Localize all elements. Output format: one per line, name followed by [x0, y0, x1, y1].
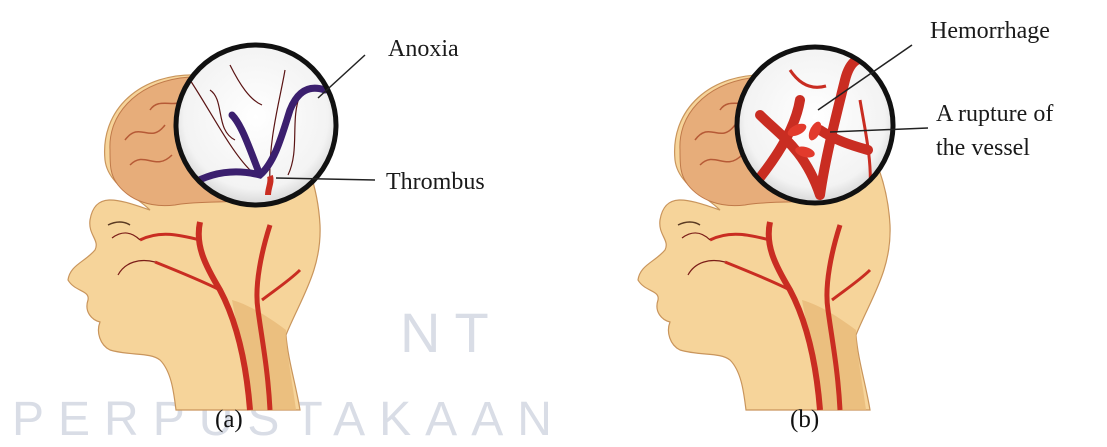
magnifier-a [176, 45, 375, 205]
anoxia-leader [318, 55, 365, 98]
magnifier-b [737, 45, 928, 203]
caption-b: (b) [790, 406, 819, 434]
label-rupture-line1: A rupture of [936, 100, 1053, 128]
label-anoxia: Anoxia [388, 35, 459, 63]
caption-a: (a) [215, 406, 243, 434]
label-thrombus: Thrombus [386, 168, 485, 196]
label-hemorrhage: Hemorrhage [930, 17, 1050, 45]
label-rupture-line2: the vessel [936, 134, 1030, 162]
